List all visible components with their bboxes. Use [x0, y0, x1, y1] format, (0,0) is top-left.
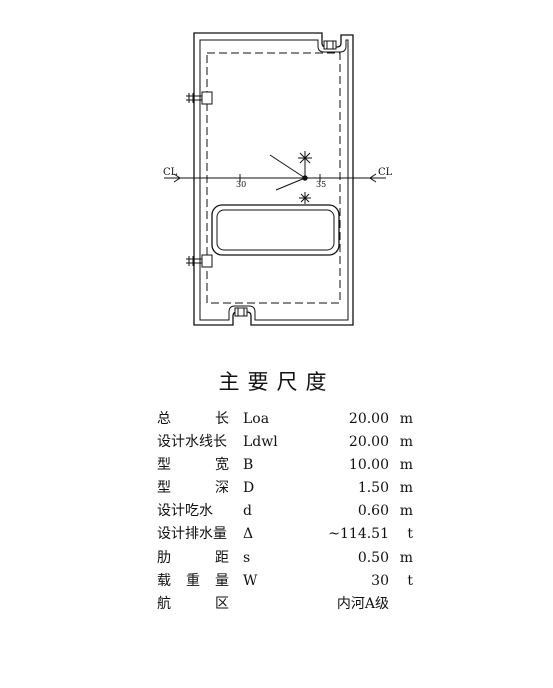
hatch-inner	[216, 209, 335, 251]
centerline-arrow-left	[173, 173, 181, 183]
bollard-upper	[186, 91, 213, 105]
hull-inner-outline	[199, 39, 349, 321]
spec-value: 30	[371, 572, 389, 589]
spec-label: 型 宽	[157, 457, 229, 474]
spec-row: 载重量 W 30 t	[157, 570, 413, 593]
spec-row: 型 深 D 1.50 m	[157, 477, 413, 500]
spec-symbol: Δ	[243, 526, 254, 543]
spec-value: 1.50	[357, 480, 389, 497]
spec-label: 航 区	[157, 595, 229, 612]
spec-value: 0.50	[357, 549, 389, 566]
spec-row: 总 长 Loa 20.00 m	[157, 408, 413, 431]
spec-label: 设计排水量	[157, 526, 227, 543]
spec-row: 设计排水量 Δ ~114.51 t	[157, 523, 413, 546]
spec-unit: t	[407, 572, 413, 589]
bollard-lower	[186, 254, 213, 268]
spec-label: 型 深	[157, 480, 229, 497]
spec-label: 总 长	[157, 411, 229, 427]
spec-unit: m	[399, 503, 413, 520]
spec-unit	[389, 593, 413, 616]
spec-label: 载重量	[157, 572, 229, 589]
spec-unit: m	[399, 434, 413, 451]
spec-unit: m	[399, 411, 413, 427]
hull-outline	[193, 32, 354, 326]
hatch-outer	[211, 204, 340, 256]
spec-symbol	[243, 593, 303, 616]
spec-value: ~114.51	[328, 526, 389, 543]
spec-symbol: Loa	[243, 411, 270, 427]
spec-value: 20.00	[348, 434, 389, 451]
spec-label: 设计吃水	[157, 503, 213, 520]
spec-symbol: Ldwl	[243, 434, 278, 451]
station-label-left: 30	[236, 180, 246, 189]
centerline-arrow-right	[369, 173, 377, 183]
spec-row: 航 区 内河A级	[157, 593, 413, 616]
spec-symbol: d	[243, 503, 252, 520]
station-label-right: 35	[316, 180, 326, 189]
spec-row: 设计吃水 d 0.60 m	[157, 500, 413, 523]
spec-unit: m	[399, 480, 413, 497]
spec-unit: t	[407, 526, 413, 543]
spec-unit: m	[399, 457, 413, 474]
bitt-bottom	[234, 307, 248, 317]
main-dimensions-title: 主要尺度	[218, 370, 335, 394]
spec-value: 0.60	[357, 503, 389, 520]
spec-row: 设计水线长 Ldwl 20.00 m	[157, 431, 413, 454]
cl-label-right: CL	[378, 167, 393, 178]
spec-value: 20.00	[348, 411, 389, 427]
spec-symbol: D	[243, 480, 255, 497]
spec-unit: m	[399, 549, 413, 566]
bitt-top-right	[323, 40, 337, 50]
spec-symbol: W	[243, 572, 258, 589]
cl-label-left: CL	[163, 167, 178, 178]
spec-symbol: B	[243, 457, 254, 474]
center-of-gravity-mark	[269, 154, 308, 191]
plan-drawing: CL CL 30 35	[163, 32, 393, 326]
spec-row: 型 宽 B 10.00 m	[157, 454, 413, 477]
spec-label: 肋 距	[157, 549, 229, 566]
spec-label: 设计水线长	[157, 434, 227, 451]
star-mark-bottom	[299, 192, 311, 204]
star-mark-top	[298, 151, 312, 165]
spec-value: 10.00	[348, 457, 389, 474]
centerline	[164, 174, 386, 182]
spec-row: 肋 距 s 0.50 m	[157, 547, 413, 570]
spec-symbol: s	[243, 549, 251, 566]
spec-value: 内河A级	[336, 595, 389, 612]
